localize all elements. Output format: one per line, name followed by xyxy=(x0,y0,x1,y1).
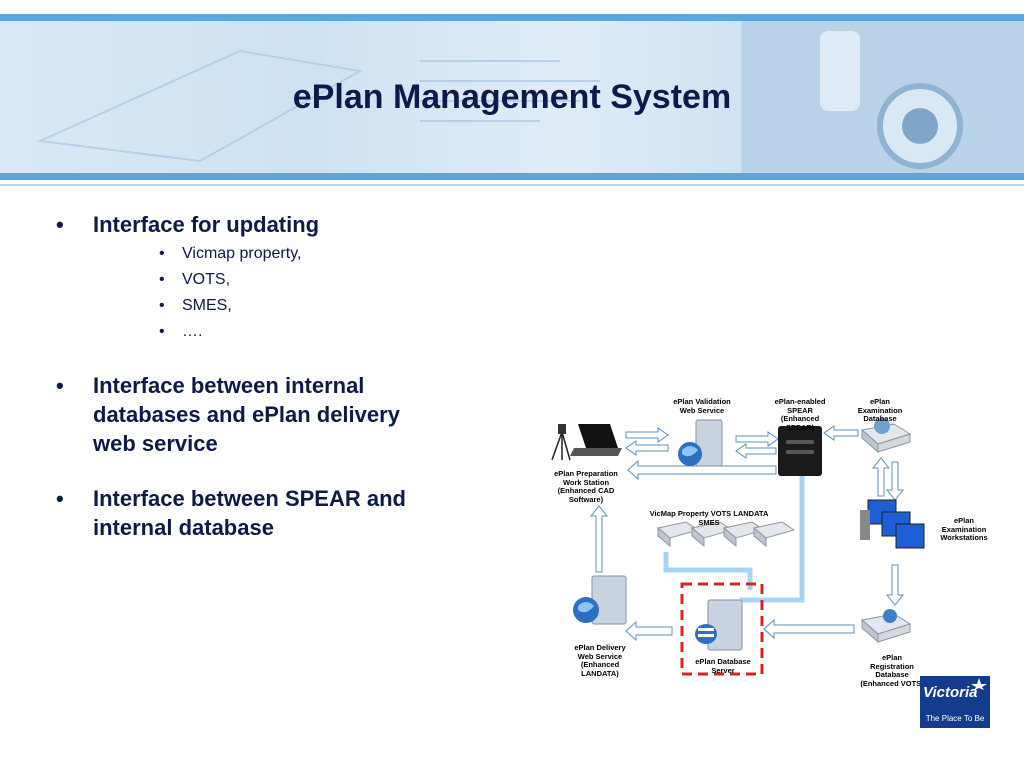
page-title: ePlan Management System xyxy=(292,78,732,116)
sub-bullet-item: •Vicmap property, xyxy=(159,245,302,262)
validation-server-icon xyxy=(678,419,723,467)
label-reg-db: ePlan Registration Database (Enhanced VO… xyxy=(860,653,924,688)
arrow-spear-to-validation xyxy=(735,443,777,459)
star-icon xyxy=(971,678,987,690)
banner-image xyxy=(0,21,1024,173)
bullet-text: Interface for updating xyxy=(93,212,320,237)
sub-bullet-item: •…. xyxy=(159,323,203,340)
bullet-dot: • xyxy=(56,373,64,398)
sub-bullet-text: Vicmap property, xyxy=(182,245,302,262)
arrow-spear-to-prep xyxy=(627,459,777,481)
sub-bullet-item: •VOTS, xyxy=(159,271,231,288)
bullet-item: • Interface for updating •Vicmap propert… xyxy=(56,210,426,345)
bullet-dot: • xyxy=(56,486,64,511)
bullet-item: • Interface between SPEAR and internal d… xyxy=(56,484,426,542)
reg-db-icon xyxy=(860,609,912,644)
connector-extdb-to-dbserver xyxy=(663,552,753,590)
label-ext-dbs: VicMap Property VOTS LANDATA SMES xyxy=(649,509,769,527)
label-validation: ePlan Validation Web Service xyxy=(673,397,731,415)
db-server-icon xyxy=(695,599,743,651)
sub-bullet-text: …. xyxy=(182,323,203,340)
external-db-icons xyxy=(656,521,796,548)
victoria-logo: Victoria The Place To Be xyxy=(920,676,990,728)
label-prep: ePlan Preparation Work Station (Enhanced… xyxy=(554,469,618,504)
arrow-regdb-to-dbserver xyxy=(763,618,855,640)
arrow-dbserver-to-delivery xyxy=(625,620,673,642)
arrow-delivery-to-prep xyxy=(589,505,609,573)
banner-bottom-stripe xyxy=(0,173,1024,180)
arrow-validation-to-spear xyxy=(735,431,779,447)
arrow-validation-to-prep xyxy=(625,440,669,456)
sub-bullet-item: •SMES, xyxy=(159,297,232,314)
bullet-dot: • xyxy=(56,212,64,237)
label-workstations: ePlan Examination Workstations xyxy=(940,516,988,542)
label-delivery: ePlan Delivery Web Service (Enhanced LAN… xyxy=(574,643,626,678)
label-db-server: ePlan Database Server xyxy=(695,657,751,675)
exam-db-icon xyxy=(860,418,912,454)
label-exam-db: ePlan Examination Database xyxy=(857,397,903,423)
laptop-icon xyxy=(570,424,622,456)
survey-tripod-icon xyxy=(551,424,571,461)
banner-top-stripe xyxy=(0,14,1024,21)
workstations-icon xyxy=(860,499,925,549)
arrow-workstation-to-regdb xyxy=(885,564,905,606)
highlight-box xyxy=(680,582,764,676)
architecture-diagram: ePlan Validation Web Service ePlan-enabl… xyxy=(540,390,1020,720)
label-spear: ePlan-enabled SPEAR (Enhanced SPEAR) xyxy=(774,397,826,432)
bullet-text: Interface between internal databases and… xyxy=(93,373,400,456)
sub-bullet-list: •Vicmap property, •VOTS, •SMES, •…. xyxy=(93,241,426,345)
banner-thin-line xyxy=(0,184,1024,186)
arrow-workstation-to-examdb xyxy=(871,457,891,497)
logo-name: Victoria xyxy=(923,684,978,701)
sub-bullet-text: VOTS, xyxy=(182,271,231,288)
bullet-text: Interface between SPEAR and internal dat… xyxy=(93,486,406,540)
bullet-list: • Interface for updating •Vicmap propert… xyxy=(56,210,426,568)
bullet-item: • Interface between internal databases a… xyxy=(56,371,426,458)
header-banner xyxy=(0,14,1024,186)
delivery-server-icon xyxy=(573,575,627,625)
arrow-examdb-to-workstation xyxy=(885,461,905,501)
arrow-examdb-to-spear xyxy=(823,425,859,441)
sub-bullet-text: SMES, xyxy=(182,297,232,314)
spear-server-icon xyxy=(778,426,822,476)
logo-tagline: The Place To Be xyxy=(925,714,985,723)
arrow-prep-to-validation xyxy=(625,427,669,443)
